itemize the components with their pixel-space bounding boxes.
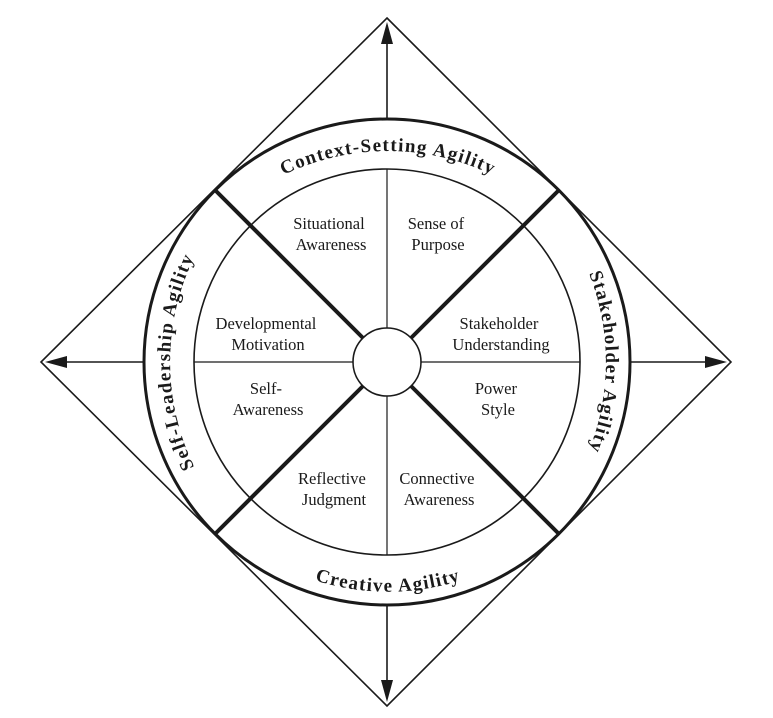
segment-developmental-motivation: Developmental Motivation — [216, 314, 321, 354]
segment-reflective-judgment: Reflective Judgment — [298, 469, 370, 509]
axis-arrows — [45, 22, 727, 702]
divider-bottom-left — [213, 384, 365, 536]
arrow-up-icon — [381, 22, 393, 44]
divider-top-right — [409, 188, 561, 340]
segment-self-awareness: Self- Awareness — [233, 379, 304, 419]
center-hub — [352, 327, 422, 397]
divider-top-left — [213, 188, 365, 340]
competency-dividers — [194, 169, 580, 555]
agility-dividers — [213, 188, 561, 536]
arrow-right-icon — [705, 356, 727, 368]
segment-sense-of-purpose: Sense of Purpose — [408, 214, 469, 254]
segment-power-style: Power Style — [475, 379, 521, 419]
outer-diamond — [39, 16, 733, 708]
divider-bottom-right — [409, 384, 561, 536]
segment-connective-awareness: Connective Awareness — [399, 469, 478, 509]
arrow-left-icon — [45, 356, 67, 368]
segment-situational-awareness: Situational Awareness — [293, 214, 369, 254]
segment-stakeholder-understanding: Stakeholder Understanding — [452, 314, 549, 354]
arrow-down-icon — [381, 680, 393, 702]
